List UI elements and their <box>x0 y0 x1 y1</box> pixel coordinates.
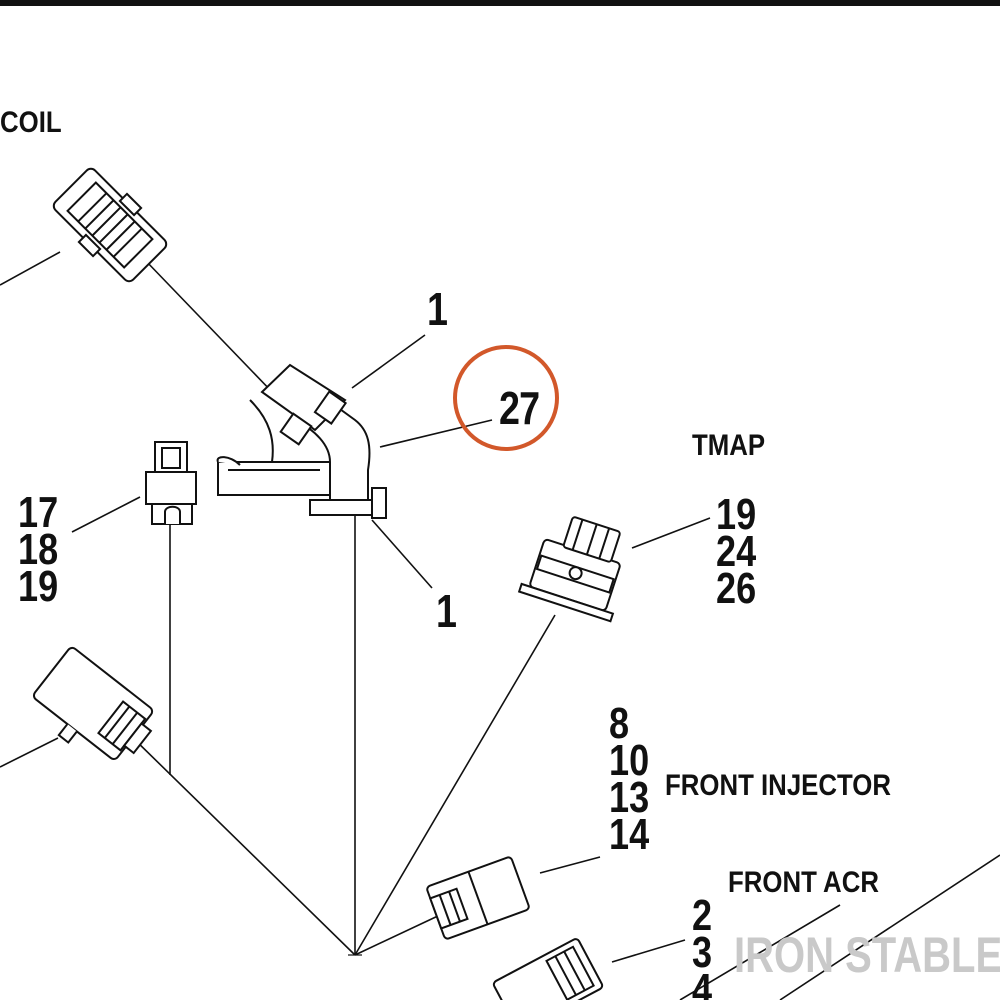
callout-stack-acr: 2 3 4 <box>692 897 713 1000</box>
elbow-connector <box>216 363 387 519</box>
wire-coil-to-elbow <box>144 259 276 396</box>
watermark-text: IRON STABLE <box>734 927 1000 983</box>
leader-17-18-19 <box>71 496 141 533</box>
wire-acr-offpage <box>679 904 841 1000</box>
coil-connector <box>52 167 168 283</box>
wire-to-left-connector <box>129 734 356 956</box>
callout-stack-tmap: 19 24 26 <box>716 490 757 613</box>
label-coil: COIL <box>0 106 62 139</box>
tmap-connector <box>517 516 621 623</box>
callout-stack-injector: 8 10 13 14 <box>609 699 650 859</box>
label-front-acr: FRONT ACR <box>728 866 879 899</box>
leader-injector <box>539 856 601 874</box>
wire-to-tmap <box>354 614 556 956</box>
leader-tmap <box>631 517 711 549</box>
wire-coil-offpage <box>0 251 61 286</box>
front-injector-connector <box>426 856 530 940</box>
label-tmap: TMAP <box>692 429 766 462</box>
callout-1-bottom: 1 <box>436 585 457 637</box>
highlight-circle <box>453 345 559 451</box>
leader-1-top <box>351 334 426 389</box>
callout-1-top: 1 <box>427 283 448 335</box>
left-harness-connector <box>32 646 154 760</box>
callout-27: 27 <box>499 382 540 434</box>
top-border <box>0 0 1000 6</box>
wire-to-injector <box>354 914 441 956</box>
leader-acr <box>611 939 686 963</box>
label-front-injector: FRONT INJECTOR <box>665 769 892 802</box>
front-acr-connector <box>492 938 604 1000</box>
leader-27 <box>379 419 493 448</box>
wire-right-offpage <box>779 854 1000 1000</box>
wire-left-offpage <box>0 737 59 768</box>
leader-1-bottom <box>371 519 433 589</box>
sensor-connector-small <box>145 441 197 525</box>
callout-stack-17-18-19: 17 18 19 <box>18 488 59 611</box>
harness-wires <box>0 251 1000 1000</box>
